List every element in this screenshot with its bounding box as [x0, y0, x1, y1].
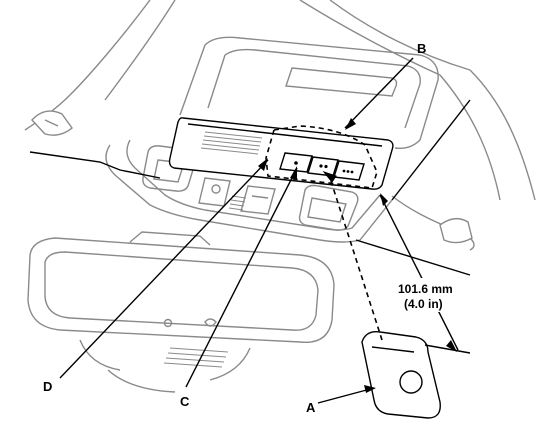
windshield-edge — [29, 151, 161, 179]
leader-a — [317, 385, 376, 404]
roof-headliner — [24, 0, 536, 251]
leader-d — [59, 158, 269, 379]
console-grille — [228, 195, 247, 211]
homelink-button-3 — [333, 160, 365, 181]
sunvisor-clip-left — [31, 110, 73, 136]
windshield-edge-right — [355, 239, 471, 276]
callout-b: B — [417, 41, 426, 56]
leader-b — [344, 57, 414, 130]
leader-c — [185, 166, 298, 388]
map-light-right — [298, 184, 359, 231]
rearview-mirror — [27, 231, 335, 393]
dimension-line — [379, 193, 471, 354]
callout-d: D — [43, 379, 52, 394]
signal-arrow — [322, 170, 383, 341]
callout-c: C — [180, 394, 190, 409]
homelink-button-1 — [279, 152, 313, 173]
dimension-imperial: (4.0 in) — [404, 297, 443, 311]
dimension-metric: 101.6 mm — [398, 282, 453, 296]
panel-grille — [200, 131, 263, 155]
callout-a: A — [306, 400, 316, 415]
remote-transmitter — [361, 331, 441, 419]
homelink-buttons — [279, 152, 365, 181]
homelink-button-2 — [307, 156, 339, 177]
headliner-edge — [391, 99, 471, 201]
console-center-buttons — [198, 177, 276, 215]
dimension-label-bg — [396, 278, 460, 312]
mirror-grille — [163, 347, 229, 368]
sunvisor-clip-right — [439, 217, 473, 244]
console-shell — [105, 36, 439, 243]
